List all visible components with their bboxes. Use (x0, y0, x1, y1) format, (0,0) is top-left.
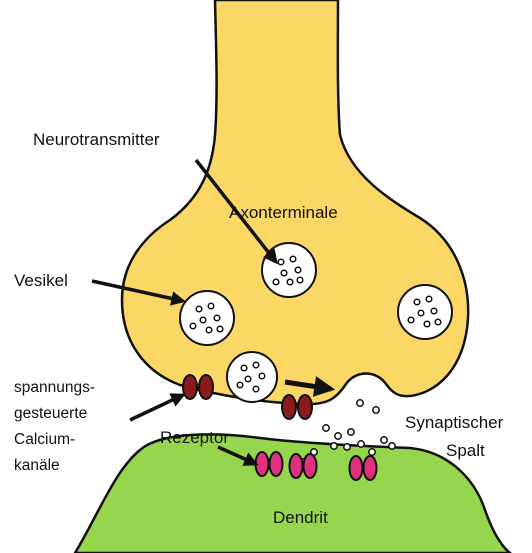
label-neurotransmitter: Neurotransmitter (33, 130, 160, 149)
dendrite-shape (75, 434, 510, 553)
label-calcium-line4: kanäle (14, 457, 60, 474)
label-spalt-line1: Synaptischer (405, 413, 504, 432)
vesicle-left (180, 291, 234, 345)
vesicle-top (262, 243, 316, 297)
label-calcium-line1: spannungs- (14, 379, 95, 396)
axon-terminal-shape (122, 0, 468, 404)
vesicle-bottom (227, 352, 277, 402)
label-dendrit: Dendrit (273, 508, 328, 527)
label-calcium-line3: Calcium- (14, 431, 75, 448)
label-calcium-line2: gesteuerte (14, 405, 87, 422)
label-spalt-line2: Spalt (446, 441, 485, 460)
arrow-calcium (130, 395, 183, 420)
label-axonterminale: Axonterminale (229, 203, 338, 222)
label-vesikel: Vesikel (14, 271, 68, 290)
vesicle-right (398, 285, 452, 339)
label-rezeptor: Rezeptor (160, 428, 229, 447)
